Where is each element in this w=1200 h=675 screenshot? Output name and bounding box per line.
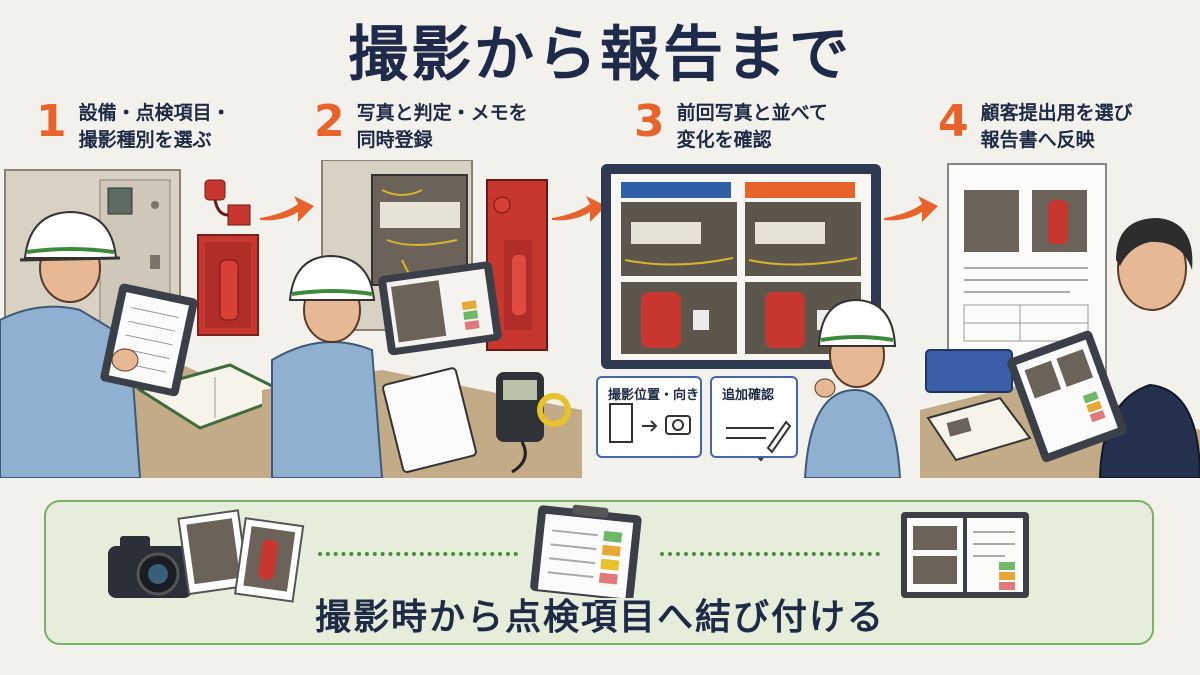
linkage-caption: 撮影時から点検項目へ結び付ける bbox=[314, 597, 885, 638]
step-4-label-line1: 顧客提出用を選び bbox=[980, 102, 1133, 124]
extra-check-label: 追加確認 bbox=[722, 388, 775, 403]
step-3-label-line1: 前回写真と並べて bbox=[676, 102, 828, 124]
step-2-number: 2 bbox=[314, 96, 345, 147]
compare-card-icons bbox=[609, 403, 792, 454]
step-2-label-line2: 同時登録 bbox=[356, 129, 433, 151]
step-1-illustration bbox=[0, 169, 300, 478]
page-title: 撮影から報告まで bbox=[348, 20, 852, 90]
report-book-icon bbox=[901, 512, 1029, 598]
step-1-number: 1 bbox=[36, 96, 67, 147]
shooting-position-label: 撮影位置・向き bbox=[608, 388, 700, 403]
photo-frame-icon bbox=[609, 403, 633, 443]
step-2-heading: 2 写真と判定・メモを同時登録 bbox=[314, 98, 528, 154]
pen-icon bbox=[766, 420, 792, 454]
step-4-number: 4 bbox=[938, 96, 969, 147]
step-4-illustration bbox=[920, 163, 1200, 478]
camera-and-photos bbox=[108, 509, 305, 603]
connector-dots-2 bbox=[660, 552, 880, 556]
camera-small-icon bbox=[665, 415, 691, 435]
extra-check-card: 追加確認 bbox=[710, 376, 798, 458]
step-2-illustration bbox=[262, 160, 582, 478]
step-1-label-line2: 撮影種別を選ぶ bbox=[78, 129, 212, 151]
arrow-right-icon-2 bbox=[552, 196, 606, 222]
connector-dots bbox=[318, 552, 518, 556]
step-1-label-line1: 設備・点検項目・ bbox=[78, 102, 231, 124]
arrow-right-icon-3 bbox=[884, 196, 938, 222]
clipboard-icon bbox=[530, 504, 642, 598]
step-4-heading: 4 顧客提出用を選び報告書へ反映 bbox=[938, 98, 1133, 154]
step-2-label-line1: 写真と判定・メモを bbox=[356, 102, 528, 124]
step-3-number: 3 bbox=[634, 96, 665, 147]
step-3-illustration bbox=[601, 164, 902, 478]
arrow-small-icon bbox=[642, 420, 658, 432]
step-1-heading: 1 設備・点検項目・撮影種別を選ぶ bbox=[36, 98, 231, 154]
step-3-heading: 3 前回写真と並べて変化を確認 bbox=[634, 98, 828, 154]
step-3-label-line2: 変化を確認 bbox=[676, 129, 772, 151]
arrow-right-icon bbox=[260, 196, 314, 222]
step-4-label-line2: 報告書へ反映 bbox=[980, 129, 1095, 151]
